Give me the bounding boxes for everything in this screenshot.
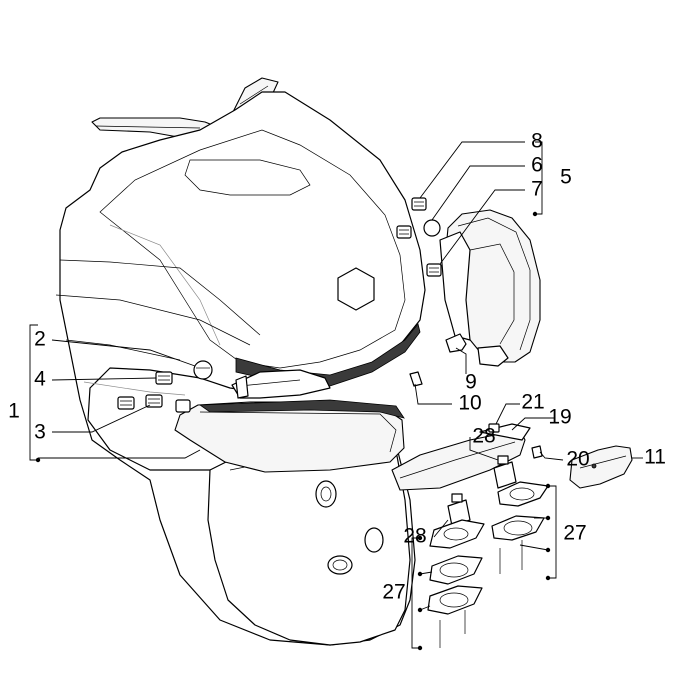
callout-labels: 1 2 4 3 8 6 7 5 9 10 21 19 20 11 28 28 2… xyxy=(8,130,666,604)
left-tail-light-lens xyxy=(174,399,405,473)
callout-1: 1 xyxy=(8,400,20,423)
callout-21: 21 xyxy=(521,391,544,414)
reflector-11 xyxy=(569,445,633,489)
callout-5: 5 xyxy=(560,166,572,189)
callout-28-right: 28 xyxy=(472,425,495,448)
license-plate-holder xyxy=(391,423,531,491)
bulb-socket-8 xyxy=(411,197,427,211)
plate-lamp-27-right xyxy=(491,481,549,574)
callout-4: 4 xyxy=(34,368,46,391)
clip-9 xyxy=(445,333,467,353)
left-tail-light-reflector xyxy=(231,369,331,399)
bracket-28-left xyxy=(447,493,471,527)
callout-27-left: 27 xyxy=(382,581,405,604)
callout-27-right: 27 xyxy=(563,522,586,545)
bulb-socket-8b xyxy=(396,225,412,239)
screw-10 xyxy=(409,371,423,387)
callout-8: 8 xyxy=(531,130,543,153)
callout-6: 6 xyxy=(531,154,543,177)
bulb-2 xyxy=(193,360,213,380)
callout-9: 9 xyxy=(465,371,477,394)
callout-20: 20 xyxy=(566,448,589,471)
screw-20 xyxy=(531,445,543,459)
callout-19: 19 xyxy=(548,406,571,429)
right-tail-light xyxy=(439,209,541,367)
nut-21 xyxy=(488,423,500,433)
leader-lines xyxy=(29,141,643,649)
bulb-socket-3a xyxy=(117,396,135,410)
bulb-6 xyxy=(423,219,441,237)
callout-3: 3 xyxy=(34,421,46,444)
callout-28-left: 28 xyxy=(403,525,426,548)
bulb-socket-3c xyxy=(175,399,191,413)
leader-dots xyxy=(35,211,551,651)
plate-lamp-27-left xyxy=(427,519,485,648)
callout-2: 2 xyxy=(34,328,46,351)
bulb-socket-4 xyxy=(155,371,173,385)
bulb-socket-7 xyxy=(426,263,442,277)
callout-10: 10 xyxy=(458,392,481,415)
callout-11: 11 xyxy=(644,446,666,469)
callout-7: 7 xyxy=(531,178,543,201)
bulb-socket-3b xyxy=(145,394,163,408)
bracket-28-right xyxy=(493,455,517,489)
